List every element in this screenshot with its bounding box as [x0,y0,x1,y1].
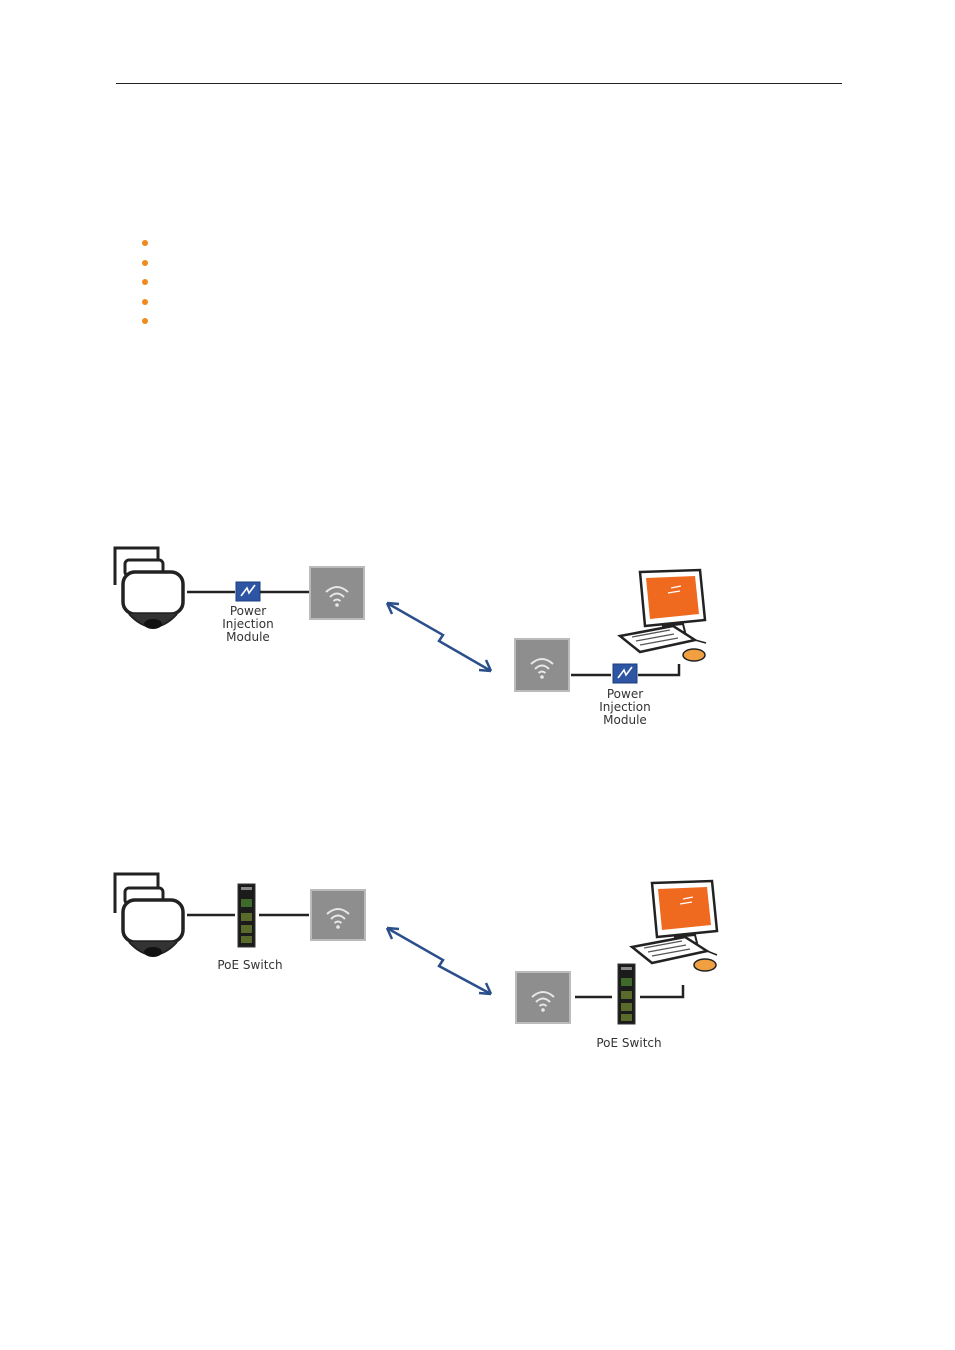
bullet-item [142,279,148,285]
computer-workstation-icon [617,568,707,662]
ptz-camera-icon [113,546,185,629]
poe-switch-icon [617,963,636,1025]
power-injection-module-icon [235,581,261,602]
wireless-radio-icon [310,889,366,941]
bullet-item [142,318,148,324]
pim-right-label-1: Power [607,687,643,701]
wireless-link-arrow-icon [385,926,493,996]
wireless-radio-icon [514,638,570,692]
wireless-radio-icon [309,566,365,620]
poe-right-label: PoE Switch [596,1036,661,1050]
poe-switch-icon [237,883,256,948]
diagram-poe-switch: PoE Switch Po [105,868,745,1058]
computer-workstation-icon [629,879,719,972]
pim-left-label-1: Power [230,604,266,618]
header-rule [116,83,842,84]
bullet-item [142,259,148,266]
pim-right-label-3: Module [603,713,647,727]
pim-left-label-2: Injection [222,617,273,631]
poe-left-label: PoE Switch [217,958,282,972]
pim-left-label-3: Module [226,630,270,644]
bullet-item [142,298,148,305]
ptz-camera-icon [113,872,185,957]
power-injection-module-icon [612,663,638,684]
wireless-radio-icon [515,971,571,1024]
diagram-power-injection: Power Injection Module [105,540,745,735]
bullet-list [142,240,148,338]
bullet-item [142,240,148,246]
pim-right-label-2: Injection [599,700,650,714]
wireless-link-arrow-icon [385,601,493,673]
